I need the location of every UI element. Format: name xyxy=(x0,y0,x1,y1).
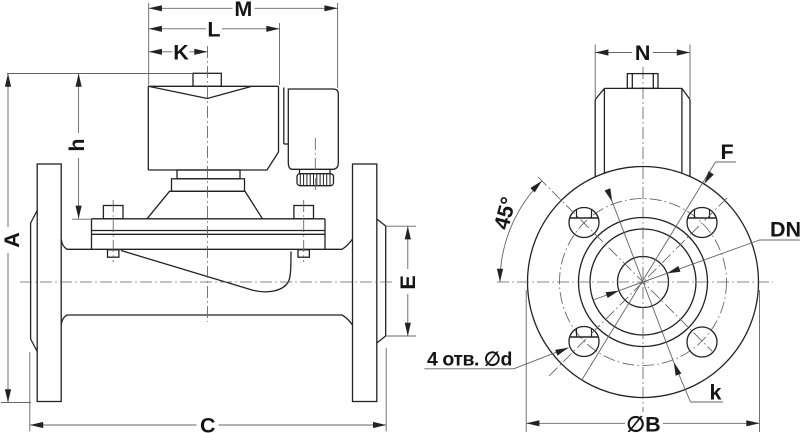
svg-text:L: L xyxy=(207,18,220,42)
svg-text:E: E xyxy=(396,275,420,289)
svg-text:N: N xyxy=(635,41,651,65)
svg-text:M: M xyxy=(234,0,252,21)
svg-text:F: F xyxy=(721,140,734,164)
svg-text:K: K xyxy=(173,41,189,65)
svg-text:∅B: ∅B xyxy=(626,412,660,433)
svg-text:DN: DN xyxy=(770,218,800,242)
svg-text:A: A xyxy=(0,232,24,248)
svg-text:C: C xyxy=(200,413,216,433)
svg-text:h: h xyxy=(65,138,89,151)
svg-text:4 отв. ∅d: 4 отв. ∅d xyxy=(427,348,512,370)
svg-text:k: k xyxy=(710,381,722,405)
